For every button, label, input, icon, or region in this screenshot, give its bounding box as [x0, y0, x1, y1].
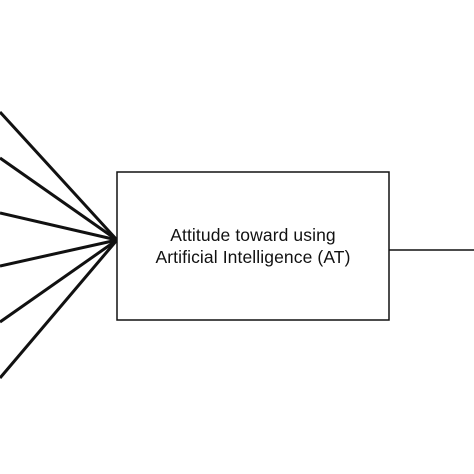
attitude-node-label: Attitude toward using Artificial Intelli…: [117, 172, 389, 320]
node-label-line-2: Artificial Intelligence (AT): [155, 247, 351, 267]
incoming-edge: [0, 238, 118, 268]
incoming-edge: [0, 239, 119, 379]
node-label-line-1: Attitude toward using: [170, 225, 336, 245]
incoming-edge: [0, 110, 119, 242]
incoming-edge: [0, 238, 118, 324]
incoming-edge: [0, 211, 118, 242]
incoming-edge: [0, 156, 118, 242]
attitude-node-box: [116, 171, 390, 321]
